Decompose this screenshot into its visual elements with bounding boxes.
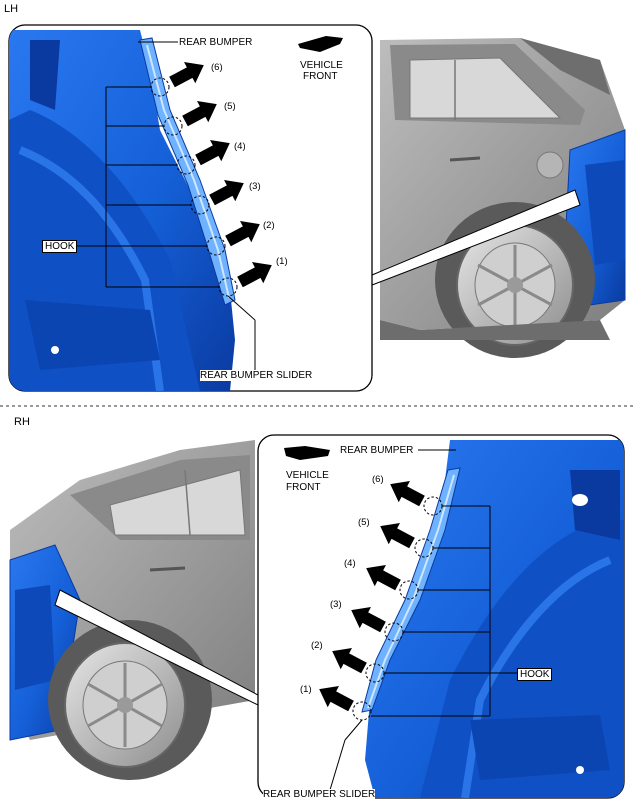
rh-vehicle-front-label-1: VEHICLE	[286, 470, 329, 481]
rh-hook-number-4: (4)	[344, 558, 356, 569]
lh-hook-number-4: (4)	[234, 141, 246, 152]
lh-hook-number-6: (6)	[211, 62, 223, 73]
lh-vehicle-front-label-2: FRONT	[303, 71, 338, 82]
rh-vehicle-illustration	[9, 440, 255, 780]
lh-vehicle-illustration	[380, 38, 626, 358]
lh-section-tag: LH	[4, 3, 19, 15]
rh-hook-number-5: (5)	[358, 517, 370, 528]
lh-hook-number-5: (5)	[224, 101, 236, 112]
rh-hook-leaders	[329, 449, 518, 791]
rh-hook-number-6: (6)	[372, 474, 384, 485]
lh-hook-number-1: (1)	[276, 256, 288, 267]
lh-arrows	[169, 62, 272, 288]
rh-rear-bumper-slider-label: REAR BUMPER SLIDER	[263, 789, 376, 800]
lh-rear-bumper-slider-label: REAR BUMPER SLIDER	[200, 370, 313, 381]
lh-hook-number-2: (2)	[263, 220, 275, 231]
rh-bumper-detail	[361, 440, 624, 798]
lh-hook-number-3: (3)	[249, 181, 261, 192]
lh-hook-leaders	[76, 41, 256, 370]
lh-vehicle-front-arrow	[298, 36, 343, 52]
rh-hook-label: HOOK	[517, 668, 553, 681]
rh-vehicle-front-arrow	[284, 446, 330, 460]
lh-vehicle-front-label-1: VEHICLE	[300, 60, 343, 71]
lh-rear-bumper-label: REAR BUMPER	[179, 37, 253, 48]
rh-section-tag: RH	[14, 416, 30, 428]
rh-hook-number-1: (1)	[300, 684, 312, 695]
lh-hook-label: HOOK	[42, 240, 78, 253]
rh-arrows	[319, 481, 425, 712]
rh-rear-bumper-label: REAR BUMPER	[340, 445, 414, 456]
rh-vehicle-front-label-2: FRONT	[286, 482, 321, 493]
rh-hook-number-3: (3)	[330, 599, 342, 610]
rh-hook-number-2: (2)	[311, 640, 323, 651]
